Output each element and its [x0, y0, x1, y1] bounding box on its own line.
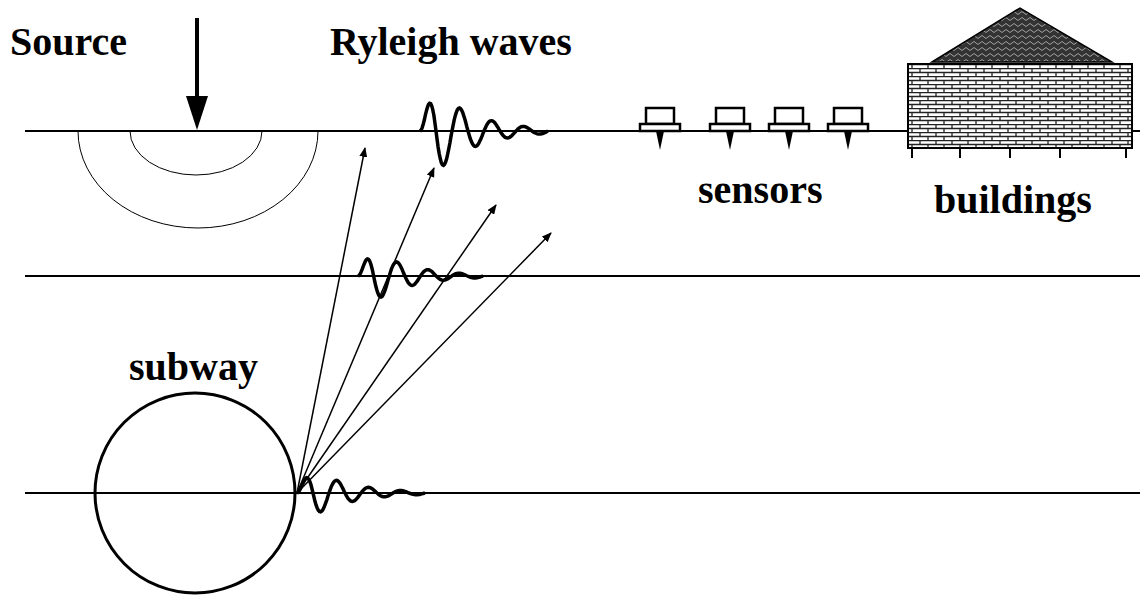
wavefront: [130, 131, 262, 175]
wavelets: [297, 103, 548, 512]
wavefront: [78, 131, 318, 228]
ray-arrow: [297, 205, 496, 493]
layer-interface: [25, 275, 1140, 277]
sensor-row: [640, 108, 868, 150]
label-text: Ryleigh waves: [330, 22, 572, 62]
source-arrow: [195, 18, 199, 100]
node-label: buildings: [934, 180, 1092, 220]
layer-interface: [25, 492, 1140, 494]
ray-arrow: [297, 168, 434, 493]
source-arrowhead: [186, 96, 208, 130]
building: buildings: [900, 4, 1138, 226]
wavelet: [297, 478, 425, 512]
ray-arrow: [297, 148, 365, 493]
label-text: Source: [10, 22, 127, 62]
node-label: subway: [129, 347, 258, 387]
wavelet: [420, 103, 548, 165]
subway-tunnel: subway: [90, 345, 302, 595]
label-text: sensors: [698, 170, 822, 210]
wavelet: [358, 259, 483, 297]
ray-arrow: [297, 233, 551, 493]
